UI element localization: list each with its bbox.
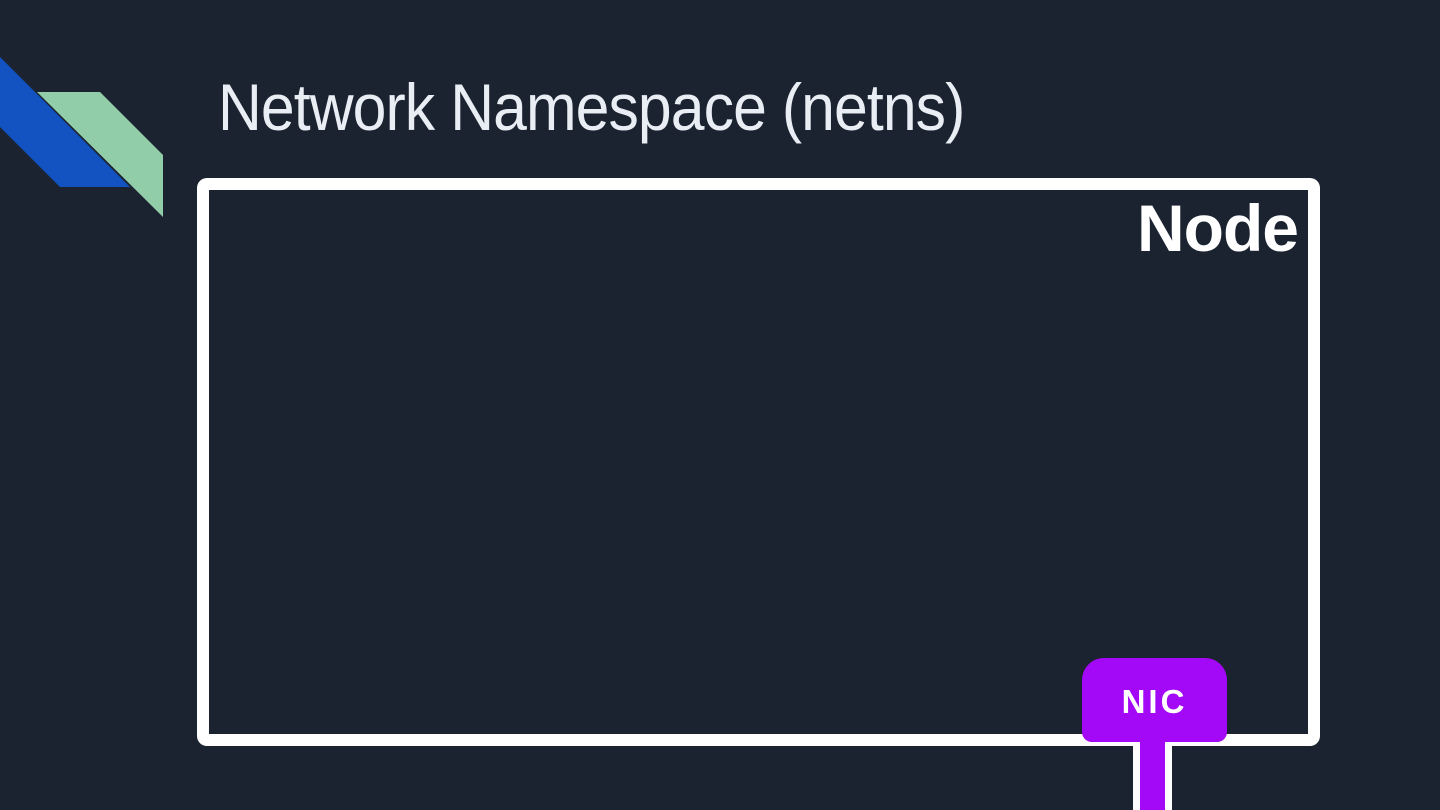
nic-badge: NIC <box>1082 658 1227 742</box>
node-box: Node <box>197 178 1320 746</box>
node-box-label: Node <box>1137 191 1299 265</box>
nic-badge-label: NIC <box>1121 682 1188 720</box>
nic-stem <box>1133 736 1172 810</box>
slide-title: Network Namespace (netns) <box>218 70 965 144</box>
blue-stripe-shape <box>0 57 130 187</box>
green-stripe-shape <box>37 92 163 217</box>
corner-decoration <box>0 57 163 217</box>
